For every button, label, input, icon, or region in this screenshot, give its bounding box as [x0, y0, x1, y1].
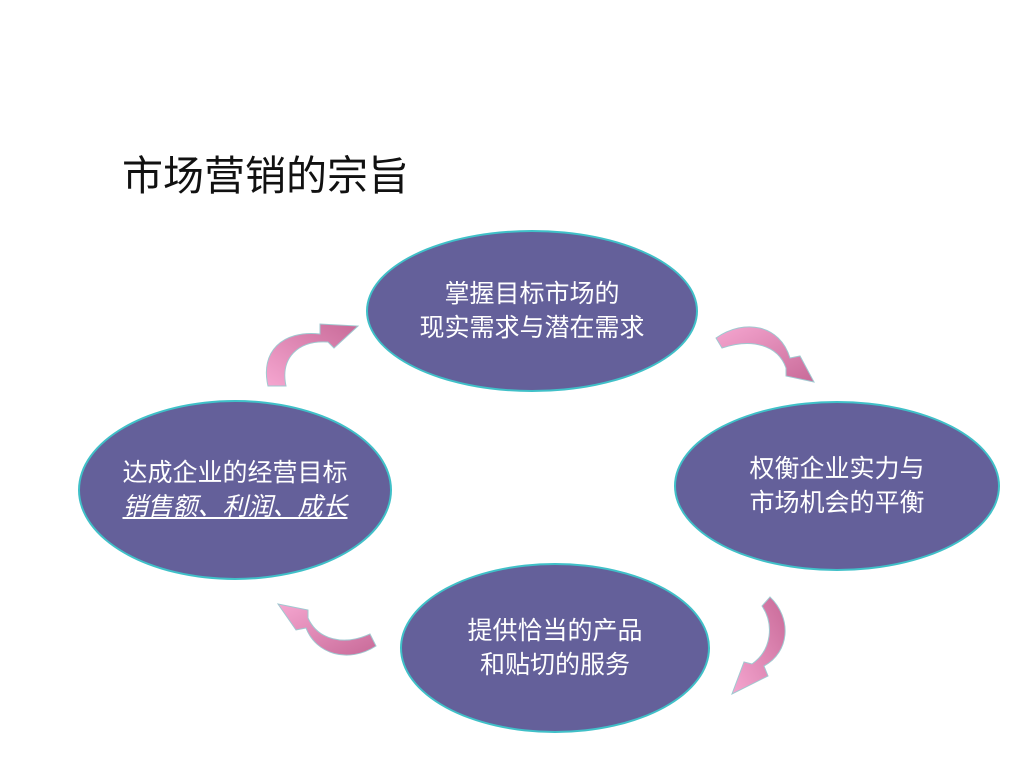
node-top-line2: 现实需求与潜在需求	[419, 313, 645, 342]
node-bottom-line1: 提供恰当的产品	[467, 616, 643, 645]
curved-arrow-icon	[731, 596, 786, 696]
node-market-needs: 掌握目标市场的 现实需求与潜在需求	[366, 230, 698, 392]
curved-arrow-icon	[276, 603, 377, 656]
node-products-services: 提供恰当的产品 和贴切的服务	[400, 563, 710, 733]
node-right-line1: 权衡企业实力与	[749, 454, 925, 483]
node-business-goals: 达成企业的经营目标 销售额、利润、成长	[78, 400, 392, 580]
node-left-line1: 达成企业的经营目标	[122, 458, 348, 487]
node-top-line1: 掌握目标市场的	[444, 279, 620, 308]
node-left-line2: 销售额、利润、成长	[122, 492, 348, 521]
node-right-line2: 市场机会的平衡	[749, 488, 925, 517]
node-bottom-line2: 和贴切的服务	[479, 650, 630, 679]
curved-arrow-icon	[715, 326, 815, 383]
node-balance-strength: 权衡企业实力与 市场机会的平衡	[674, 401, 1000, 571]
curved-arrow-icon	[266, 323, 360, 387]
slide-title: 市场营销的宗旨	[122, 152, 409, 200]
